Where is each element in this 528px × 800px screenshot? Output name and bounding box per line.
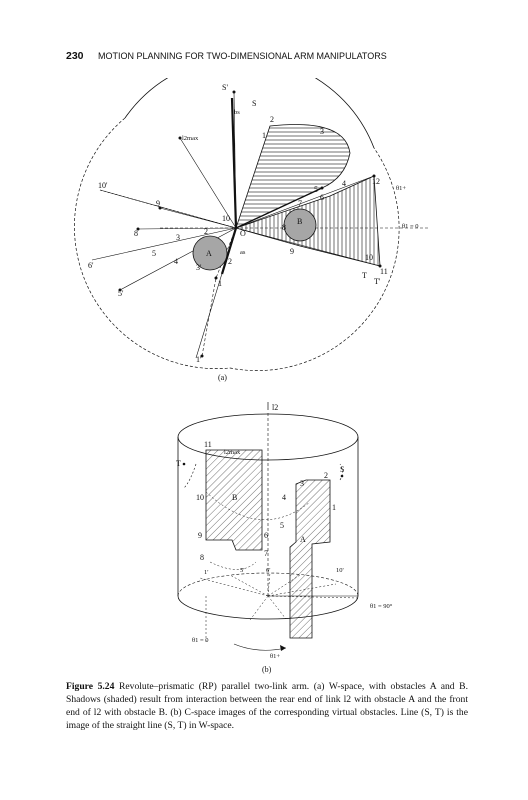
svg-text:8: 8 bbox=[200, 553, 204, 562]
svg-text:9: 9 bbox=[198, 531, 202, 540]
theta-eq-label: θ1 = 0 bbox=[402, 223, 419, 230]
svg-text:11: 11 bbox=[204, 440, 212, 449]
reach-circle-dashed-left bbox=[74, 117, 231, 369]
svg-text:1: 1 bbox=[218, 279, 222, 288]
figure-b-labels: T 11 10 9 8 1' 5' 6' 6 7 5 4 3 2 1 S 10'… bbox=[176, 440, 393, 674]
svg-text:O: O bbox=[240, 229, 246, 238]
svg-text:9: 9 bbox=[156, 199, 160, 208]
svg-text:3: 3 bbox=[300, 479, 304, 488]
svg-text:S: S bbox=[340, 465, 344, 474]
obstacle-b-label: B bbox=[297, 217, 302, 226]
link-l2-upper bbox=[230, 97, 238, 229]
theta-90-label: θ1 = 90° bbox=[370, 603, 393, 610]
obstacle-a bbox=[192, 235, 228, 271]
running-header: 230 MOTION PLANNING FOR TWO-DIMENSIONAL … bbox=[66, 50, 387, 62]
running-title: MOTION PLANNING FOR TWO-DIMENSIONAL ARM … bbox=[98, 51, 387, 61]
svg-text:2: 2 bbox=[270, 115, 274, 124]
svg-text:10: 10 bbox=[222, 214, 230, 223]
l2max-label-b: l2max bbox=[224, 449, 241, 456]
svg-text:1': 1' bbox=[196, 355, 202, 364]
svg-text:6': 6' bbox=[88, 261, 94, 270]
svg-text:8: 8 bbox=[282, 223, 286, 232]
svg-text:T: T bbox=[362, 271, 367, 280]
theta-plus-label-b: θ1+ bbox=[270, 653, 280, 660]
svg-text:1: 1 bbox=[332, 503, 336, 512]
obstacle-a-label: A bbox=[206, 249, 212, 258]
svg-text:2: 2 bbox=[204, 227, 208, 236]
cylinder-bottom-front bbox=[177, 595, 359, 620]
figure-caption: Figure 5.24 Revolute–prismatic (RP) para… bbox=[66, 680, 468, 732]
svg-text:1': 1' bbox=[204, 569, 208, 576]
shadow-b-upper bbox=[235, 124, 351, 229]
svg-text:2: 2 bbox=[228, 257, 232, 266]
svg-text:S: S bbox=[252, 99, 256, 108]
svg-text:6': 6' bbox=[266, 567, 270, 574]
reach-circle-dashed-right bbox=[229, 147, 400, 371]
svg-text:10': 10' bbox=[98, 181, 108, 190]
figure-a-labels: S' S bs 1 2 3 4 5 6 7 8 9 10 10' 11 12 T… bbox=[88, 83, 419, 382]
svg-text:7: 7 bbox=[298, 199, 302, 208]
link-to-5 bbox=[235, 187, 323, 229]
caption-label: Figure 5.24 bbox=[66, 681, 115, 692]
c-obstacle-b bbox=[205, 449, 263, 551]
svg-text:3: 3 bbox=[320, 127, 324, 136]
svg-text:4: 4 bbox=[342, 179, 346, 188]
waypoint-dots bbox=[118, 90, 382, 358]
svg-text:4: 4 bbox=[282, 493, 286, 502]
svg-text:3': 3' bbox=[196, 263, 202, 272]
svg-text:9: 9 bbox=[290, 247, 294, 256]
svg-text:5': 5' bbox=[118, 289, 124, 298]
figure-a: A B S' S bs 1 2 3 4 5 6 7 8 9 10 10' bbox=[74, 78, 430, 382]
svg-text:T: T bbox=[176, 459, 181, 468]
theta-zero-label-b: θ1 = 0 bbox=[192, 637, 209, 644]
svg-text:6: 6 bbox=[320, 193, 324, 202]
svg-text:5: 5 bbox=[314, 185, 318, 194]
svg-text:7: 7 bbox=[264, 549, 268, 558]
svg-text:10: 10 bbox=[196, 493, 204, 502]
svg-text:5': 5' bbox=[240, 567, 244, 574]
svg-text:3: 3 bbox=[176, 233, 180, 242]
svg-text:B: B bbox=[232, 493, 237, 502]
svg-text:5: 5 bbox=[152, 249, 156, 258]
bottom-radials bbox=[199, 572, 359, 621]
svg-text:1: 1 bbox=[262, 131, 266, 140]
path-to-1prime bbox=[201, 227, 237, 357]
svg-text:10: 10 bbox=[365, 253, 373, 262]
obstacle-b bbox=[283, 208, 317, 242]
svg-text:4: 4 bbox=[174, 257, 178, 266]
link-l2-lower bbox=[220, 227, 238, 275]
l2max-label-a: l2max bbox=[182, 135, 199, 142]
svg-text:6: 6 bbox=[264, 531, 268, 540]
svg-text:bs: bs bbox=[234, 109, 240, 116]
svg-text:T': T' bbox=[374, 277, 381, 286]
svg-text:as: as bbox=[240, 249, 246, 256]
reach-circle-solid bbox=[124, 78, 375, 149]
figure-b: l2 T 11 10 bbox=[176, 402, 393, 674]
svg-text:A: A bbox=[300, 535, 306, 544]
svg-text:8: 8 bbox=[134, 229, 138, 238]
panel-a-label: (a) bbox=[218, 373, 227, 382]
svg-text:11: 11 bbox=[380, 267, 388, 276]
caption-text: Revolute–prismatic (RP) parallel two-lin… bbox=[66, 681, 468, 731]
l2-axis-label: l2 bbox=[272, 403, 278, 412]
theta-plus-label-a: θ1+ bbox=[396, 185, 406, 192]
svg-text:2: 2 bbox=[324, 471, 328, 480]
svg-text:5: 5 bbox=[280, 521, 284, 530]
svg-text:12: 12 bbox=[372, 177, 380, 186]
panel-b-label: (b) bbox=[262, 665, 272, 674]
c-obstacle-a bbox=[289, 479, 331, 639]
svg-text:10': 10' bbox=[336, 567, 344, 574]
svg-text:S': S' bbox=[222, 83, 228, 92]
page-number: 230 bbox=[66, 50, 84, 62]
